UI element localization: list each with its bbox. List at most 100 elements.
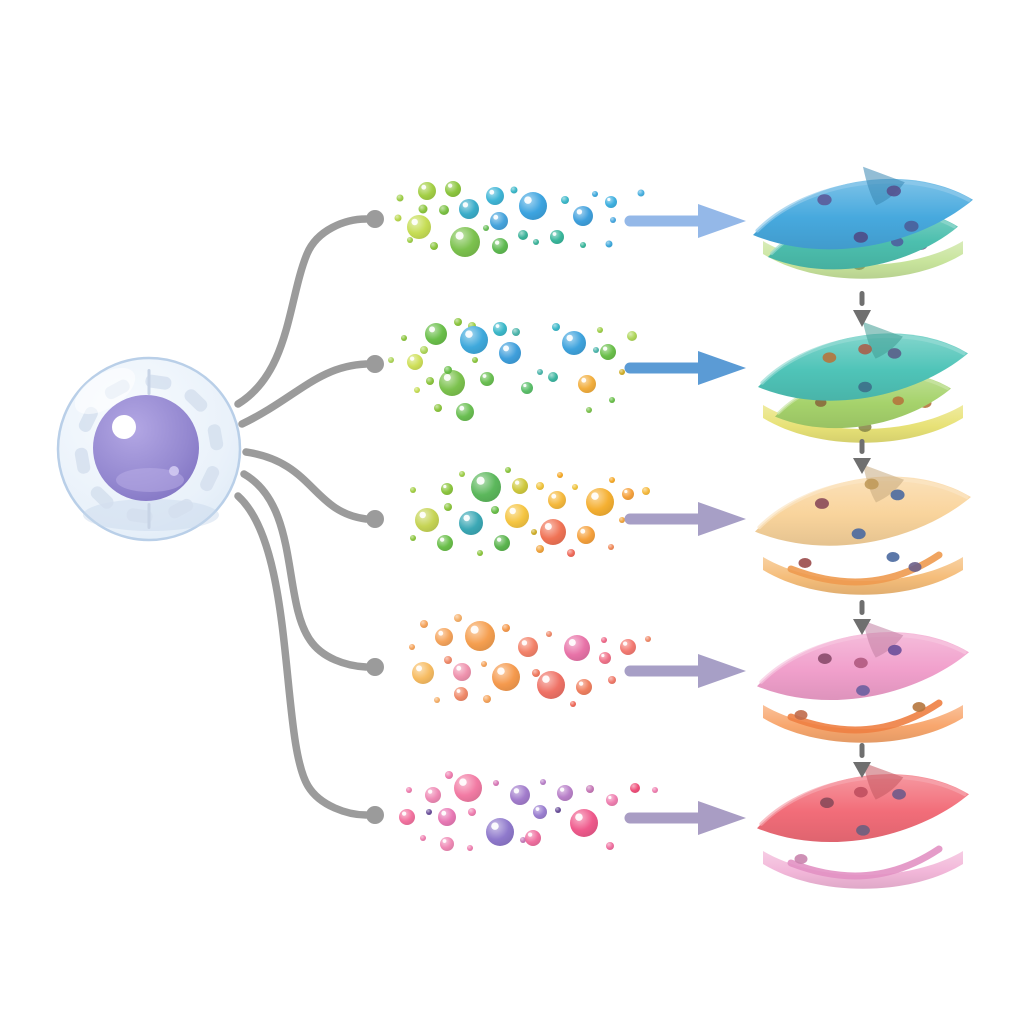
bubble-highlight [578, 681, 584, 686]
particle-bubble [573, 206, 593, 226]
particle-bubble [577, 526, 595, 544]
bubble-highlight [462, 202, 469, 208]
leaf-fold-notch [863, 762, 904, 800]
particle-bubble [407, 354, 423, 370]
bubble-highlight [447, 183, 453, 188]
particle-bubble [599, 652, 611, 664]
particle-bubble [491, 506, 499, 514]
particle-bubble [467, 845, 473, 851]
particle-bubble [401, 335, 407, 341]
particle-bubble [593, 347, 599, 353]
leaf-top-edge-highlight [757, 477, 969, 530]
particle-bubble [609, 397, 615, 403]
bubble-highlight [559, 787, 565, 792]
particle-bubble [456, 403, 474, 421]
bubble-highlight [514, 480, 520, 485]
bubble-highlight [542, 675, 550, 683]
connector-endpoint-dot [366, 355, 384, 373]
leaf-fold-notch [863, 321, 903, 359]
particle-bubble [486, 818, 514, 846]
down-arrow-head [853, 458, 871, 474]
particle-bubble [440, 837, 454, 851]
particle-bubble [518, 637, 538, 657]
particle-bubble [499, 342, 521, 364]
bubble-highlight [607, 197, 611, 202]
bubble-highlight [552, 232, 557, 236]
dish-shape [763, 557, 963, 595]
particle-bubble [406, 787, 412, 793]
particle-bubble [548, 372, 558, 382]
particle-bubble [521, 382, 533, 394]
particle-bubble [460, 326, 488, 354]
particle-bubble [562, 331, 586, 355]
flow-arrow [624, 502, 746, 536]
bubble-highlight [497, 667, 505, 675]
flow-arrow [624, 801, 746, 835]
particle-bubble [561, 196, 569, 204]
bubble-highlight [443, 484, 447, 489]
cell-spoke [74, 447, 91, 474]
layer-speck [912, 702, 926, 712]
particle-bubble [486, 187, 504, 205]
particle-bubble [409, 644, 415, 650]
particle-bubble [552, 323, 560, 331]
bubble-highlight [496, 537, 502, 542]
layer-speck [908, 562, 922, 572]
particle-bubble [586, 407, 592, 413]
tissue-stack-2 [758, 321, 968, 443]
particle-bubble [407, 215, 431, 239]
bubble-highlight [463, 514, 470, 522]
particle-bubble [510, 785, 530, 805]
bubble-highlight [459, 405, 465, 411]
particle-bubble [493, 322, 507, 336]
bubble-highlight [591, 492, 599, 500]
particle-bubble [425, 323, 447, 345]
particle-bubble [557, 785, 573, 801]
particle-bubble [477, 550, 483, 556]
bubble-highlight [602, 346, 608, 351]
bubble-highlight [443, 374, 451, 382]
connector-endpoint-dot [366, 210, 384, 228]
particle-bubble [572, 484, 578, 490]
particle-bubble [540, 519, 566, 545]
particle-bubble [652, 787, 658, 793]
bubble-highlight [427, 789, 433, 794]
cell-spoke [145, 374, 172, 390]
bubble-highlight [455, 231, 464, 240]
layer-speck [892, 788, 906, 800]
particle-bubble [608, 676, 616, 684]
dish-shape [763, 851, 963, 889]
layer-speck [858, 343, 872, 355]
particle-bubble [512, 478, 528, 494]
particle-bubble [418, 204, 428, 214]
particle-bubble [420, 835, 426, 841]
particle-bubble [610, 217, 616, 223]
down-arrow-dash [859, 439, 865, 454]
particle-bubble [418, 182, 436, 200]
cell-spoke [200, 466, 220, 492]
particle-bubble [430, 242, 438, 250]
particle-bubble [439, 205, 449, 215]
particle-bubble [630, 783, 640, 793]
layer-speck [822, 352, 837, 363]
leaf-shape [753, 178, 973, 250]
bubble-highlight [566, 334, 573, 342]
particle-bubble [493, 780, 499, 786]
flow-arrow [624, 204, 746, 238]
bubble-highlight [535, 807, 540, 811]
particle-bubble [533, 805, 547, 819]
bubble-highlight [624, 489, 628, 494]
bubble-highlight [495, 324, 500, 328]
membrane-sheen [74, 367, 136, 415]
particle-bubble [412, 662, 434, 684]
particle-cluster [388, 318, 637, 421]
particle-bubble [492, 663, 520, 691]
layer-speck [851, 528, 866, 540]
bubble-highlight [523, 383, 527, 388]
particle-bubble [601, 637, 607, 643]
particle-bubble [434, 697, 440, 703]
nucleus-small-dot [169, 466, 179, 476]
particle-bubble [438, 808, 456, 826]
particle-bubble [481, 661, 487, 667]
particle-bubble [605, 240, 613, 248]
